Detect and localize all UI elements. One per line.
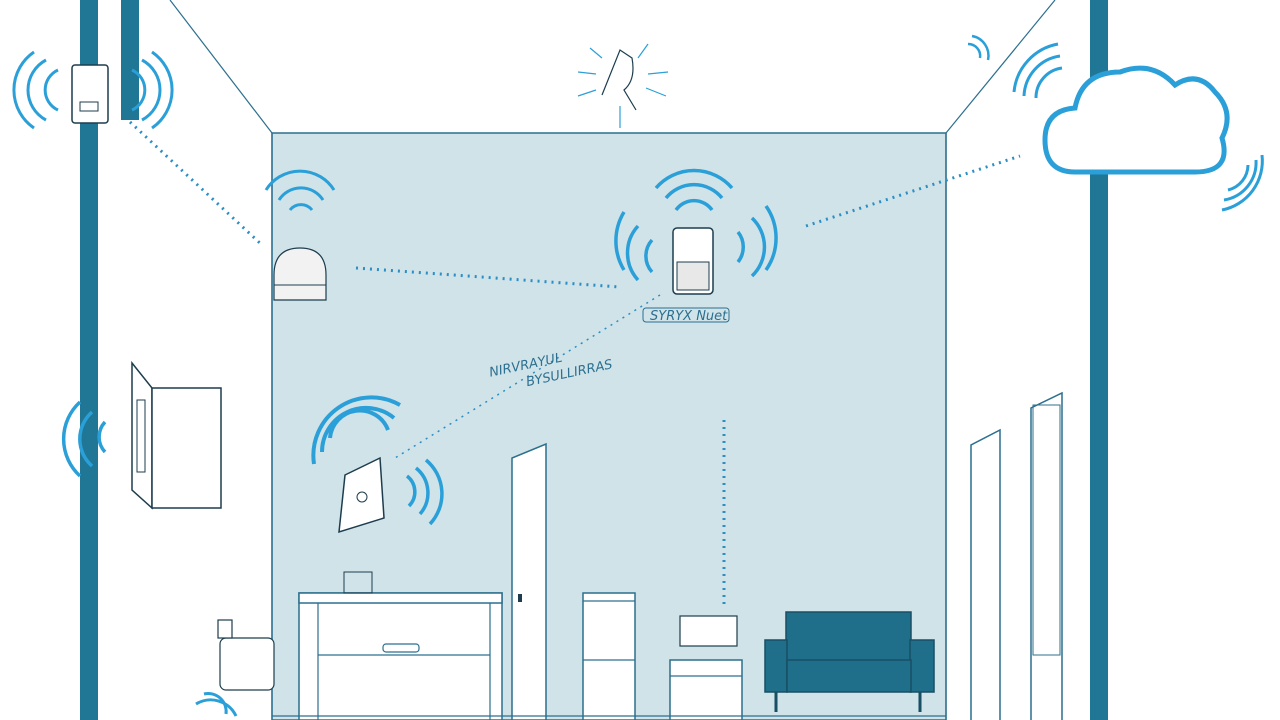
smart-hub-icon[interactable]: SYRYX Nuet [614, 168, 778, 324]
ray [577, 89, 597, 97]
wifi-arc [1221, 154, 1264, 212]
wifi-arc [664, 182, 724, 200]
wifi-arc [61, 400, 82, 478]
wifi-arc [1034, 66, 1063, 99]
wifi-arc [405, 474, 417, 508]
smart-plug-slot [136, 399, 146, 473]
floor-adapter-icon[interactable] [195, 619, 275, 717]
wifi-arc [625, 224, 640, 282]
right-pillar [1090, 0, 1108, 720]
ceiling-edge-left [169, 0, 273, 134]
hub-caption: SYRYX Nuet [650, 309, 728, 324]
dome-sensor-icon[interactable] [264, 169, 336, 301]
wifi-arc [151, 50, 174, 130]
wifi-arc [971, 34, 990, 61]
extender-body [71, 64, 109, 124]
sideboard-ornament [343, 571, 373, 594]
sideboard-top [298, 592, 503, 604]
connections [128, 120, 1021, 605]
wifi-arc [131, 68, 147, 112]
wifi-arc [1227, 164, 1250, 192]
wifi-arc [414, 466, 430, 516]
right-window [1032, 404, 1061, 656]
wifi-arc [78, 410, 94, 468]
door-sensor-button [356, 491, 368, 503]
adapter-body [219, 637, 275, 691]
door-sensor-body [338, 456, 385, 534]
ray [637, 43, 649, 59]
left-pillar [80, 0, 98, 720]
ceiling-edge-right [945, 0, 1056, 134]
wifi-arc [26, 58, 47, 122]
link-repeater-to-dome [128, 120, 264, 247]
wifi-arc [43, 68, 59, 112]
wifi-arc [277, 186, 325, 201]
wifi-arc [319, 405, 396, 453]
ray [647, 71, 669, 75]
cloud-icon[interactable] [967, 34, 1264, 212]
light-bulb-icon [577, 43, 669, 128]
wifi-arc [1223, 159, 1258, 202]
sofa-arm-left [764, 639, 788, 693]
side-table [669, 659, 743, 720]
sofa-back [785, 611, 912, 663]
plug-in-extender-icon[interactable] [12, 50, 174, 130]
wifi-arc [614, 211, 626, 271]
wifi-arc [12, 50, 35, 130]
bulb-outline [601, 49, 637, 111]
wifi-arc [311, 395, 401, 465]
adapter-plug [217, 619, 233, 639]
smart-plug-icon[interactable] [61, 360, 222, 510]
wifi-arc [750, 216, 767, 278]
wifi-arc [644, 238, 654, 274]
hub-screen [676, 261, 710, 291]
furniture [272, 442, 946, 720]
wifi-arc [264, 169, 336, 191]
wifi-arc [967, 42, 982, 59]
cloud-shape [1042, 65, 1230, 175]
door-sensor-icon[interactable] [311, 395, 444, 534]
ray [589, 47, 603, 59]
ray [577, 71, 597, 75]
wifi-arc [203, 692, 228, 715]
door-handle [518, 594, 522, 602]
sideboard [298, 592, 503, 720]
tall-shelf [582, 592, 636, 720]
right-doorway-1 [970, 428, 1001, 720]
link-hub-to-cloud [805, 154, 1021, 228]
wifi-arc [288, 203, 314, 212]
drawer-handle [382, 643, 420, 653]
wifi-arc [736, 230, 746, 264]
monitor [679, 615, 738, 647]
wifi-arc [141, 58, 162, 122]
wifi-arc [97, 420, 107, 454]
smart-plug-body [151, 387, 222, 509]
extender-led [79, 101, 99, 112]
sofa-seat [786, 659, 912, 693]
link-hub-to-door-sensor [394, 294, 661, 459]
left-pillar-top [121, 0, 139, 120]
wifi-arc [424, 458, 444, 526]
hub-caption-box [642, 307, 730, 323]
wifi-arc [654, 168, 734, 190]
wifi-arc [764, 205, 778, 271]
right-doorway-2 [1030, 391, 1063, 720]
sofa-arm-right [909, 639, 935, 693]
ray [645, 87, 667, 97]
smart-plug-face [131, 360, 153, 510]
interior-door [511, 442, 547, 720]
wifi-arc [1012, 42, 1059, 93]
wifi-arc [674, 198, 714, 212]
wifi-arc [195, 698, 238, 717]
wifi-arc [1022, 54, 1061, 97]
dome-body [273, 247, 327, 301]
